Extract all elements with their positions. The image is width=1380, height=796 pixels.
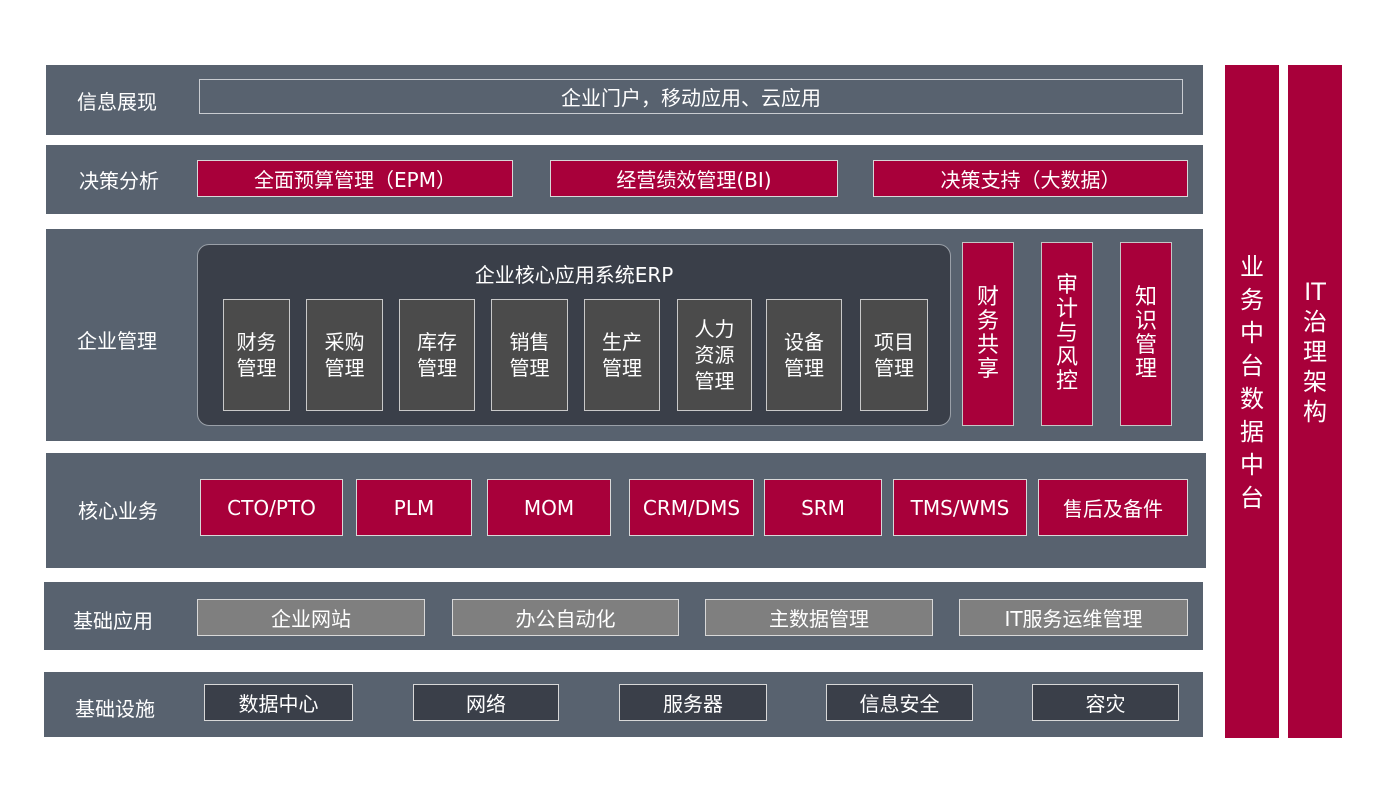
erp-module-finance[interactable]: 财务管理 (223, 299, 290, 411)
infra-network-box[interactable]: 网络 (413, 684, 559, 721)
pillar-it-governance-label: IT治理架构 (1303, 278, 1327, 426)
layer-label-infrastructure: 基础设施 (75, 697, 155, 721)
layer-label-enterprise: 企业管理 (77, 329, 157, 353)
layer-label-presentation: 信息展现 (77, 90, 157, 114)
erp-module-sales[interactable]: 销售管理 (491, 299, 568, 411)
knowledge-mgmt-box[interactable]: 知识管理 (1120, 242, 1172, 426)
layer-label-basic-apps: 基础应用 (73, 609, 153, 633)
erp-module-equipment[interactable]: 设备管理 (766, 299, 842, 411)
layer-label-core: 核心业务 (78, 499, 158, 523)
basic-website-box[interactable]: 企业网站 (197, 599, 425, 636)
pillar-business-data-middle-platform[interactable]: 业务中台 数据中台 (1225, 65, 1279, 738)
erp-module-hr[interactable]: 人力资源管理 (677, 299, 752, 411)
decision-bigdata-box[interactable]: 决策支持（大数据） (873, 160, 1188, 197)
core-aftersales-box[interactable]: 售后及备件 (1038, 479, 1188, 536)
layer-presentation (46, 65, 1203, 135)
decision-bi-box[interactable]: 经营绩效管理(BI) (550, 160, 838, 197)
basic-office-automation-box[interactable]: 办公自动化 (452, 599, 679, 636)
pillar-business-data-label: 业务中台 数据中台 (1240, 253, 1264, 512)
erp-module-inventory[interactable]: 库存管理 (399, 299, 475, 411)
finance-shared-box[interactable]: 财务共享 (962, 242, 1014, 426)
infra-disaster-recovery-box[interactable]: 容灾 (1032, 684, 1179, 721)
erp-container: 企业核心应用系统ERP 财务管理 采购管理 库存管理 销售管理 生产管理 人力资… (197, 244, 951, 426)
erp-module-production[interactable]: 生产管理 (584, 299, 660, 411)
core-cto-pto-box[interactable]: CTO/PTO (200, 479, 343, 536)
erp-module-project[interactable]: 项目管理 (860, 299, 928, 411)
layer-label-decision: 决策分析 (79, 169, 159, 193)
infra-server-box[interactable]: 服务器 (619, 684, 767, 721)
infra-datacenter-box[interactable]: 数据中心 (204, 684, 353, 721)
infra-security-box[interactable]: 信息安全 (826, 684, 973, 721)
core-crm-dms-box[interactable]: CRM/DMS (629, 479, 754, 536)
core-srm-box[interactable]: SRM (764, 479, 882, 536)
erp-module-purchasing[interactable]: 采购管理 (306, 299, 383, 411)
audit-risk-box[interactable]: 审计与风控 (1041, 242, 1093, 426)
core-plm-box[interactable]: PLM (356, 479, 472, 536)
core-tms-wms-box[interactable]: TMS/WMS (893, 479, 1027, 536)
decision-epm-box[interactable]: 全面预算管理（EPM） (197, 160, 513, 197)
basic-itsm-box[interactable]: IT服务运维管理 (959, 599, 1188, 636)
presentation-portal-box[interactable]: 企业门户，移动应用、云应用 (199, 79, 1183, 114)
pillar-it-governance[interactable]: IT治理架构 (1288, 65, 1342, 738)
core-mom-box[interactable]: MOM (487, 479, 611, 536)
basic-master-data-box[interactable]: 主数据管理 (705, 599, 933, 636)
erp-title: 企业核心应用系统ERP (474, 263, 674, 287)
